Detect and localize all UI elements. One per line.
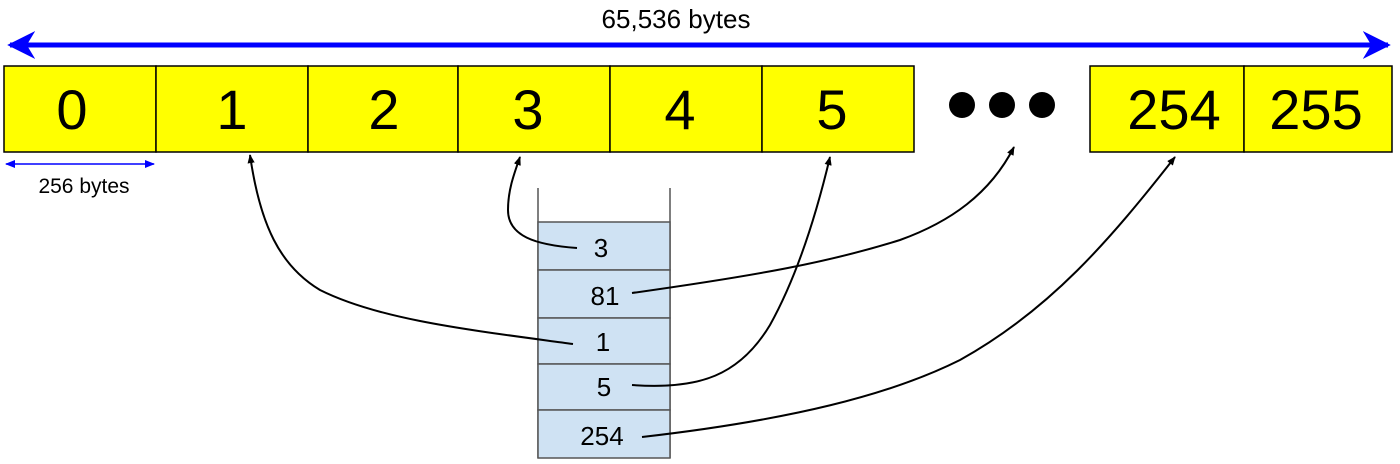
pointer-arrow-81 xyxy=(631,146,1015,294)
stack: 3 81 1 5 254 xyxy=(537,188,671,459)
memory-block-5: 5 xyxy=(761,65,915,153)
pointer-arrow-3 xyxy=(506,156,578,249)
memory-block-label: 255 xyxy=(1269,78,1362,141)
memory-block-label: 254 xyxy=(1127,78,1220,141)
stack-entry-4: 254 xyxy=(537,409,671,459)
memory-block-label: 0 xyxy=(56,78,87,141)
memory-block-label: 3 xyxy=(512,78,543,141)
block-size-label: 256 bytes xyxy=(38,175,129,198)
stack-entry-label: 3 xyxy=(594,233,608,263)
memory-block-3: 3 xyxy=(457,65,611,153)
memory-block-4: 4 xyxy=(609,65,763,153)
memory-blocks: 0 1 2 3 4 5 ••• 25 xyxy=(3,65,1393,153)
memory-block-label: 4 xyxy=(664,78,695,141)
stack-entry-label: 5 xyxy=(597,372,611,402)
memory-block-1: 1 xyxy=(155,65,309,153)
memory-block-2: 2 xyxy=(307,65,459,153)
stack-entry-label: 81 xyxy=(591,281,620,311)
stack-entry-label: 254 xyxy=(580,421,623,451)
stack-entry-label: 1 xyxy=(596,327,610,357)
memory-block-label: 1 xyxy=(216,78,247,141)
stack-entry-2: 1 xyxy=(537,317,671,365)
stack-entry-3: 5 xyxy=(537,363,671,411)
stack-entry-1: 81 xyxy=(537,269,671,319)
pointer-arrows xyxy=(247,146,1176,438)
pointer-arrow-1 xyxy=(247,154,574,345)
memory-block-254: 254 xyxy=(1089,65,1245,153)
memory-block-0: 0 xyxy=(3,65,157,153)
pointer-arrow-254 xyxy=(641,156,1176,438)
memory-block-label: 5 xyxy=(816,78,847,141)
memory-block-255: 255 xyxy=(1243,65,1393,153)
memory-block-label: 2 xyxy=(368,78,399,141)
pointer-arrow-5 xyxy=(631,156,832,387)
ellipsis-dots: ••• xyxy=(949,92,1055,118)
total-size-label: 65,536 bytes xyxy=(602,4,751,34)
